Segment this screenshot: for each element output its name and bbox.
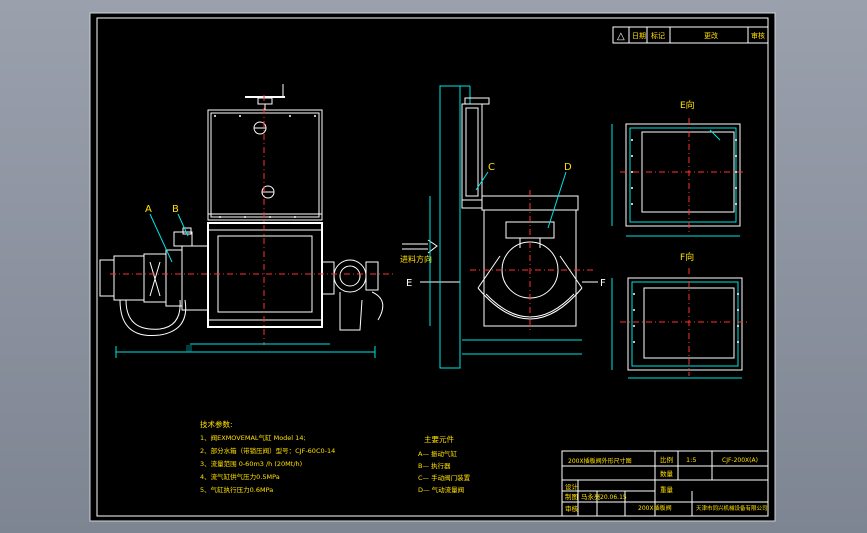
drawing-name: 200X插板阀外形尺寸图 xyxy=(568,457,632,465)
qty-label: 数量 xyxy=(660,469,674,478)
title-block: 200X插板阀外形尺寸图 比例 1:5 CJF-200X(A) 数量 重量 设计… xyxy=(561,450,769,517)
inner-border xyxy=(96,17,769,517)
component-d: D— 气动流量阀 xyxy=(418,485,464,494)
flow-arrow xyxy=(402,239,438,254)
flow-direction: 进料方向 xyxy=(400,254,432,264)
component-a: A— 振动气缸 xyxy=(418,449,458,458)
label-e: E xyxy=(406,278,412,289)
drawing-no: CJF-200X(A) xyxy=(722,457,758,464)
design-label: 设计 xyxy=(565,482,579,491)
side-view xyxy=(429,85,595,369)
company: 天津市同兴机械设备有限公司 xyxy=(696,504,768,512)
rev-sign: 审核 xyxy=(751,31,765,40)
view-f-title: F向 xyxy=(680,251,694,263)
rev-mark: 标记 xyxy=(651,31,665,40)
label-f: F xyxy=(600,278,606,289)
view-e-title: E向 xyxy=(680,99,695,111)
rev-content: 更改 xyxy=(704,31,718,40)
components-heading: 主要元件 xyxy=(424,434,454,444)
rev-symbol: △ xyxy=(617,31,625,42)
tech-line-4: 4、流气缸供气压力0.5MPa xyxy=(200,472,280,481)
rev-date: 日期 xyxy=(632,32,646,40)
part-name: 200X插板阀 xyxy=(638,504,672,512)
check-label: 审核 xyxy=(565,504,579,513)
label-c: C xyxy=(488,162,495,173)
label-a: A xyxy=(145,204,152,215)
tech-heading: 技术参数: xyxy=(200,419,233,429)
component-c: C— 手动阀门装置 xyxy=(418,473,471,482)
tech-notes: 技术参数: 1、阀EXMOVEMAL气缸 Model 14; 2、部分水箱（带锁… xyxy=(200,419,335,494)
drawing-sheet xyxy=(89,12,776,522)
component-b: B— 执行器 xyxy=(418,461,451,470)
draw-label: 制图 xyxy=(565,492,578,501)
component-list: 主要元件 A— 振动气缸 B— 执行器 C— 手动阀门装置 D— 气动流量阀 xyxy=(418,434,471,494)
svg-text:|||: ||| xyxy=(186,345,192,352)
label-d: D xyxy=(564,162,572,173)
scale-label: 比例 xyxy=(660,455,673,464)
scale-value: 1:5 xyxy=(686,456,696,464)
label-b: B xyxy=(172,204,179,215)
weight-label: 重量 xyxy=(660,486,674,494)
tech-line-1: 1、阀EXMOVEMAL气缸 Model 14; xyxy=(200,433,306,442)
view-f xyxy=(611,268,748,379)
front-view: ||| xyxy=(99,84,395,358)
tech-line-3: 3、流量范围 0-60m3 /h (20Mt/h) xyxy=(200,459,302,468)
draw-date: 20.06.15 xyxy=(600,494,627,501)
view-e xyxy=(611,118,746,237)
tech-line-5: 5、气缸执行压力0.6MPa xyxy=(200,485,273,494)
drawer: 马永亮 xyxy=(581,492,601,501)
revision-table: △ 日期 标记 更改 审核 xyxy=(612,26,769,44)
tech-line-2: 2、部分水箱（带锁压阀）型号：CJF-60C0-14 xyxy=(200,446,335,455)
